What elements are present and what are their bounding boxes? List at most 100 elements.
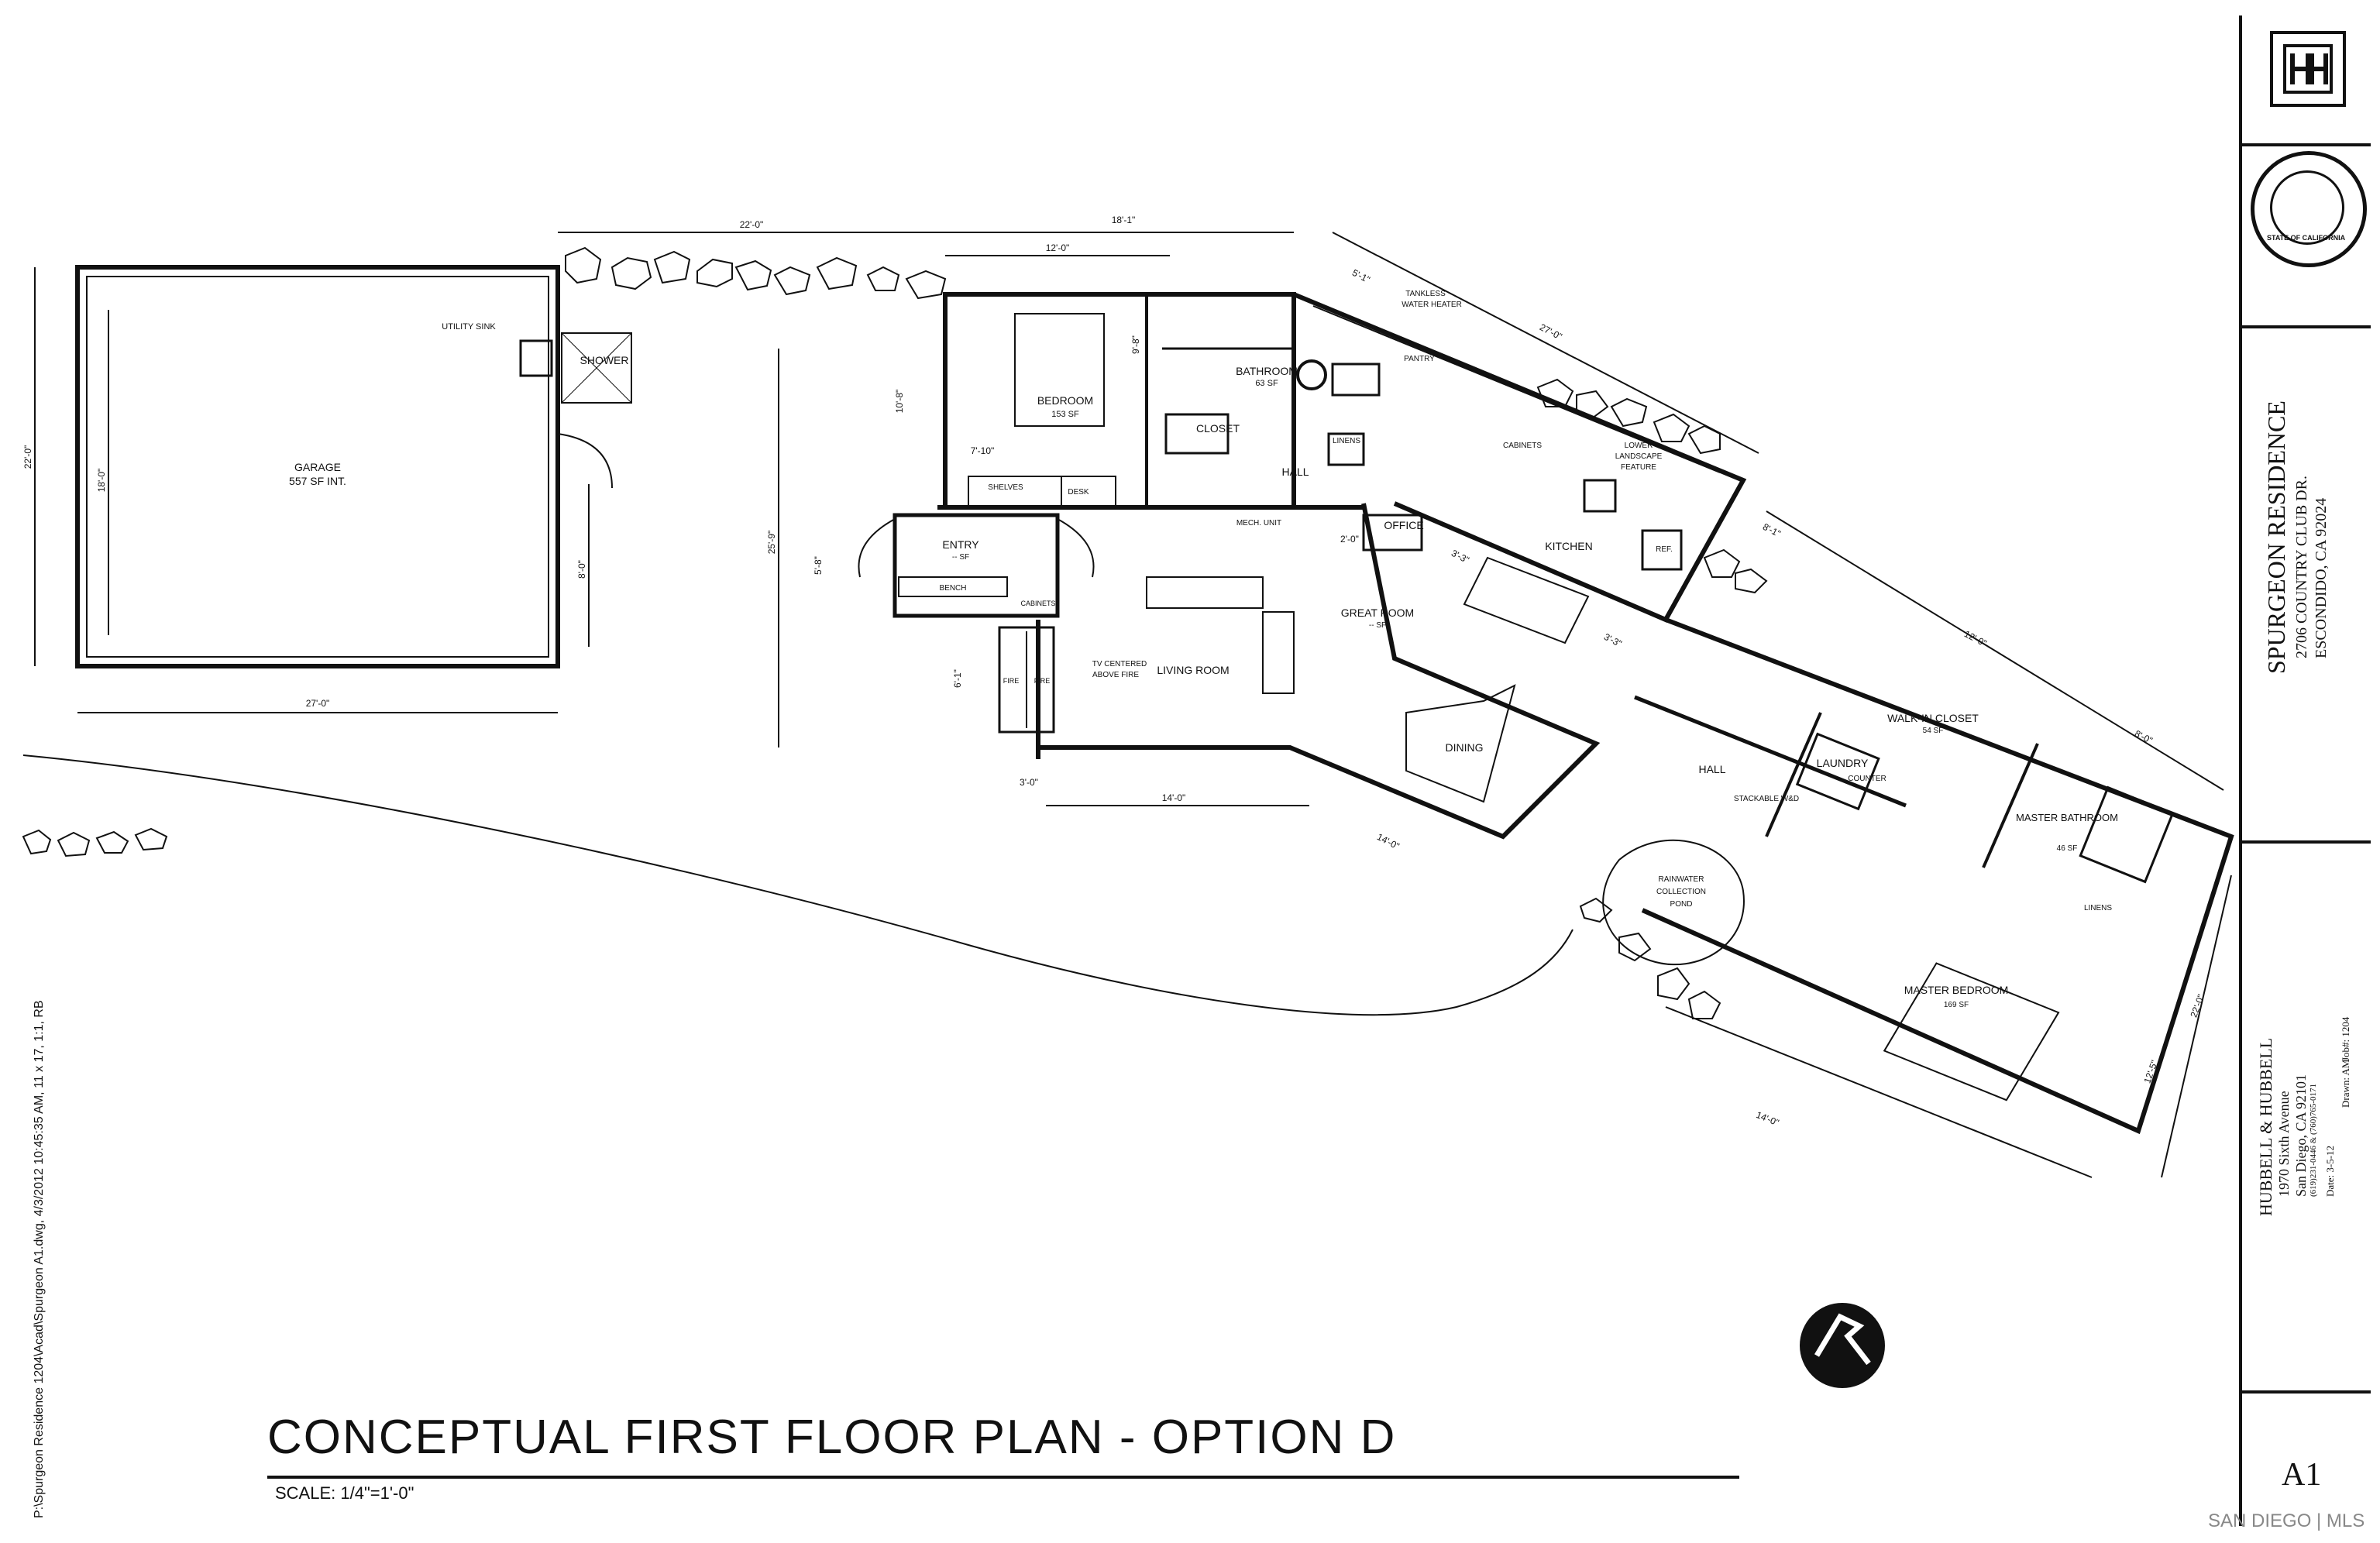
firm-address-1: 1970 Sixth Avenue [2276, 1091, 2292, 1197]
laundry [1795, 732, 1880, 811]
dim-tankless: 5'-1" [1350, 267, 1372, 285]
architect-seal-inner [2270, 170, 2344, 245]
rainwater-2: COLLECTION [1656, 888, 1706, 896]
dim-garage-inner: 18'-0" [96, 469, 107, 493]
utility-sink-label: UTILITY SINK [442, 322, 496, 332]
garage-shower [561, 332, 632, 404]
bathroom-label: BATHROOM [1236, 365, 1298, 377]
office-label: OFFICE [1384, 519, 1423, 531]
mech-unit-label: MECH. UNIT [1236, 519, 1281, 528]
plot-path: P:\Spurgeon Residence 1204\Acad\Spurgeon… [33, 1000, 46, 1518]
laundry-label: LAUNDRY [1817, 757, 1869, 769]
dim-master-side: 22'-0" [2188, 993, 2206, 1019]
dim-master-width: 14'-0" [1755, 1109, 1781, 1128]
fire-2-label: FIRE [1034, 677, 1051, 685]
rainwater-3: POND [1670, 900, 1693, 909]
landscape-3: FEATURE [1621, 463, 1656, 472]
entry-block [892, 513, 1060, 618]
pantry-label: PANTRY [1404, 355, 1435, 363]
bedroom-label: BEDROOM [1037, 394, 1093, 407]
north-arrow [1800, 1303, 1885, 1388]
walk-in-closet-label: WALK-IN CLOSET [1887, 712, 1979, 724]
architect-seal-text: STATE OF CALIFORNIA [2267, 234, 2346, 242]
sofa [1146, 576, 1295, 694]
master-bath-area: 46 SF [2057, 844, 2078, 853]
entry-label: ENTRY [942, 538, 979, 551]
firm-name: HUBBELL & HUBBELL [2256, 1037, 2275, 1216]
utility-sink [519, 339, 553, 377]
garage-inner-wall [86, 276, 549, 658]
dim-entry: 5'-8" [813, 556, 824, 575]
stackable-label: STACKABLE W&D [1734, 795, 1799, 803]
dim-fire-width: 3'-0" [1020, 777, 1038, 788]
title-block-divider [2239, 840, 2371, 844]
garage-area: 557 SF INT. [289, 475, 346, 487]
title-block-divider [2239, 143, 2371, 146]
dining-table [1405, 684, 1516, 803]
firm-logo-icon [2283, 44, 2333, 94]
tv-note-2: ABOVE FIRE [1092, 671, 1139, 679]
master-bed [1883, 962, 2060, 1101]
master-wing-walls [1641, 617, 2234, 1135]
firm-phone: (619)231-0446 & (760)765-0171 [2309, 1083, 2318, 1197]
kitchen-counter [1463, 556, 1590, 644]
garage-label: GARAGE [294, 461, 341, 473]
closet-label: CLOSET [1196, 422, 1240, 435]
tankless-1: TANKLESS [1405, 290, 1446, 298]
dim-great-side: 14'-0" [1375, 831, 1402, 851]
linens-cabinet [1327, 432, 1365, 466]
dim-fire: 6'-1" [952, 669, 963, 688]
master-bedroom-area: 169 SF [1944, 1001, 1969, 1009]
boulders-right [1536, 378, 1768, 1019]
job-number: Job#: 1204 [2340, 1016, 2351, 1061]
title-block-divider [2239, 1390, 2371, 1394]
ref-label: REF. [1656, 545, 1673, 554]
drawn-by: Drawn: AM [2340, 1059, 2351, 1108]
landscape-2: LANDSCAPE [1615, 452, 1663, 461]
boulders-lower-left [22, 827, 168, 857]
dim-bath: 9'-8" [1130, 335, 1141, 354]
desk-label: DESK [1068, 488, 1089, 497]
great-room-label: GREAT ROOM [1341, 607, 1414, 619]
firm-logo [2270, 31, 2346, 107]
dim-kitchen: 3'-3" [1602, 631, 1624, 649]
bathroom-area: 63 SF [1255, 379, 1278, 388]
fireplace [998, 626, 1055, 734]
entry-area: -- SF [952, 553, 969, 562]
closet [1164, 413, 1230, 455]
kitchen-sink [1583, 479, 1617, 513]
dining-label: DINING [1446, 741, 1484, 754]
title-block [2239, 15, 2374, 1526]
refrigerator [1641, 529, 1683, 571]
dim-hall: 3'-3" [1450, 548, 1471, 565]
grade-line [22, 754, 1573, 1016]
tankless-2: WATER HEATER [1402, 301, 1462, 309]
project-address-1: 2706 COUNTRY CLUB DR. [2293, 476, 2310, 658]
linens-1-label: LINENS [1333, 437, 1360, 445]
mls-watermark: SAN DIEGO | MLS [2208, 1510, 2365, 1531]
dim-wing-2: 12'-0" [1962, 628, 1989, 648]
dim-top-18: 18'-1" [1112, 215, 1136, 225]
dim-garage-door: 8'-0" [576, 560, 587, 579]
hall-1-label: HALL [1281, 466, 1309, 478]
dim-great-room-depth: 25'-9" [766, 531, 777, 555]
fire-1-label: FIRE [1003, 677, 1020, 685]
cabinets-2-label: CABINETS [1020, 600, 1055, 607]
dim-wing-1: 8'-1" [1761, 521, 1783, 539]
project-name: SPURGEON RESIDENCE [2262, 400, 2290, 674]
cabinets-1-label: CABINETS [1503, 442, 1542, 450]
title-block-divider [2239, 325, 2371, 328]
garage-walls [75, 265, 560, 668]
great-room-walls [1038, 503, 1601, 840]
counter-label: COUNTER [1848, 775, 1886, 783]
date: Date: 3-5-12 [2324, 1145, 2336, 1197]
garage-door-swing [557, 433, 613, 489]
boulders-top [565, 246, 947, 300]
dim-garage-bottom: 27'-0" [306, 698, 330, 709]
master-shower [2079, 785, 2175, 884]
project-address-2: ESCONDIDO, CA 92024 [2313, 497, 2330, 658]
bench-label: BENCH [939, 584, 966, 593]
tv-note-1: TV CENTERED [1092, 660, 1147, 668]
